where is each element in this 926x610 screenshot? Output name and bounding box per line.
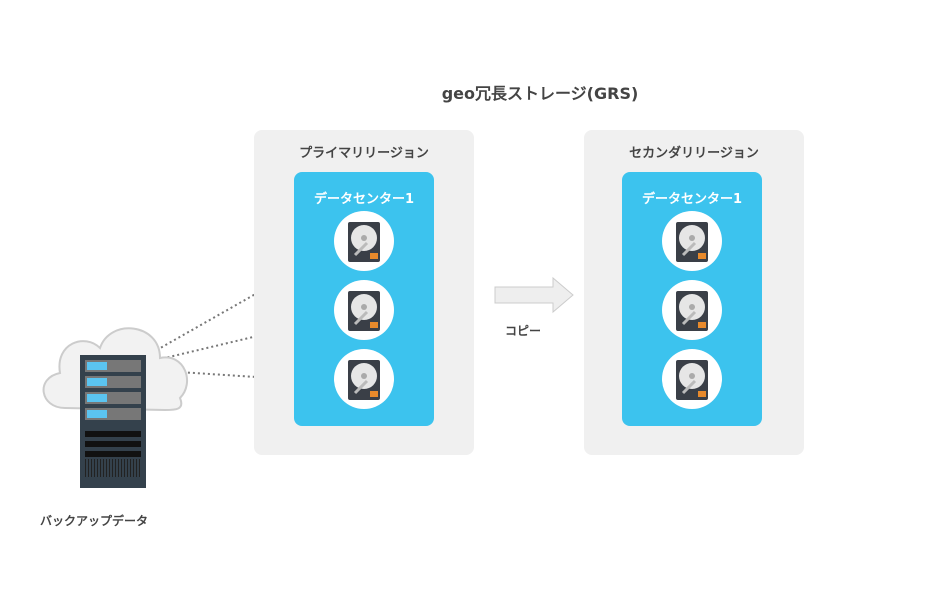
primary-datacenter: データセンター1 — [294, 172, 434, 426]
secondary-region-label: セカンダリリージョン — [629, 146, 759, 161]
secondary-region-panel: セカンダリリージョン データセンター1 — [584, 130, 804, 455]
secondary-datacenter: データセンター1 — [622, 172, 762, 426]
datacenter-label: データセンター1 — [313, 192, 415, 207]
diagram-title: geo冗長ストレージ(GRS) — [441, 84, 639, 103]
dotted-arrow-2 — [147, 312, 337, 363]
hard-disk-icon — [662, 280, 722, 340]
primary-region-panel: プライマリリージョン データセンター1 — [254, 130, 474, 455]
dotted-arrow-1 — [147, 248, 337, 356]
primary-region-label: プライマリリージョン — [299, 146, 429, 161]
hard-disk-icon — [334, 211, 394, 271]
copy-arrow-icon — [494, 276, 574, 314]
hard-disk-icon — [662, 211, 722, 271]
cloud-server-icon — [42, 327, 189, 488]
datacenter-label: データセンター1 — [641, 192, 743, 207]
hard-disk-icon — [334, 349, 394, 409]
hard-disk-icon — [334, 280, 394, 340]
copy-label: コピー — [505, 324, 542, 338]
backup-data-label: バックアップデータ — [40, 514, 149, 528]
hard-disk-icon — [662, 349, 722, 409]
